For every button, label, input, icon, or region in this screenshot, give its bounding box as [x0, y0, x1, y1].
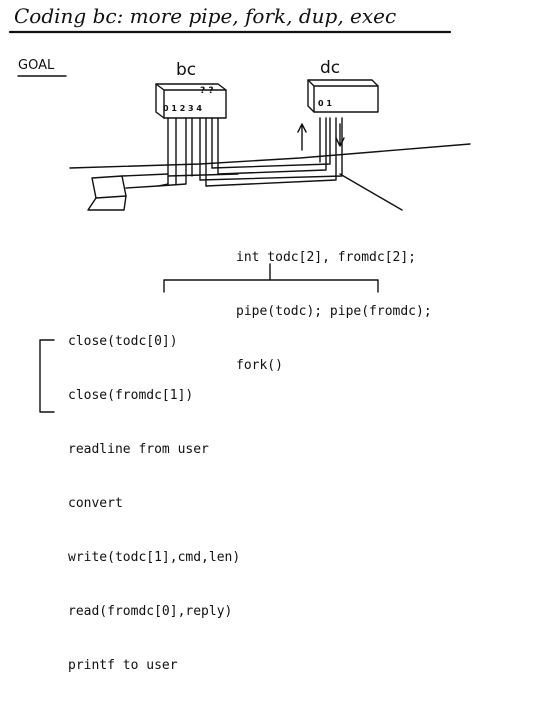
arrow-up: [297, 123, 307, 151]
slide: Coding bc: more pipe, fork, dup, exec: [8, 4, 471, 673]
child-code-block: close(todc[0]) close(fromdc[1]) readline…: [68, 297, 240, 711]
code-line: convert: [68, 496, 123, 511]
bc-box: [155, 83, 227, 119]
code-line: int todc[2], fromdc[2];: [236, 250, 417, 265]
code-line: fork(): [236, 358, 283, 373]
dc-fd-numbers: 0 1: [318, 99, 332, 108]
code-line: close(todc[0]): [68, 334, 178, 349]
code-line: printf to user: [68, 658, 178, 673]
loop-bracket: [39, 339, 55, 413]
page-title: Coding bc: more pipe, fork, dup, exec: [14, 4, 397, 28]
goal-label: GOAL: [18, 58, 55, 73]
fork-bracket: [163, 263, 379, 293]
diagram-drawing: [8, 30, 471, 413]
dc-box: [307, 79, 379, 113]
pointer-line: [339, 173, 403, 211]
terminal-icon: [91, 175, 127, 199]
arrow-down: [335, 123, 345, 147]
bc-label: bc: [176, 60, 197, 80]
bc-fd-numbers: 0 1 2 3 4: [163, 104, 202, 113]
dc-label: dc: [320, 58, 341, 78]
pipe-todc: [205, 117, 337, 187]
bc-question-marks: ? ?: [200, 86, 214, 96]
code-line: write(todc[1],cmd,len): [68, 550, 241, 565]
code-line: readline from user: [68, 442, 209, 457]
horizon-line: [69, 143, 471, 169]
code-line: close(fromdc[1]): [68, 388, 194, 403]
code-line: read(fromdc[0],reply): [68, 604, 233, 619]
parent-code-block: int todc[2], fromdc[2]; pipe(todc); pipe…: [236, 213, 432, 411]
pipe-fromdc: [217, 117, 327, 175]
code-line: pipe(todc); pipe(fromdc);: [236, 304, 432, 319]
